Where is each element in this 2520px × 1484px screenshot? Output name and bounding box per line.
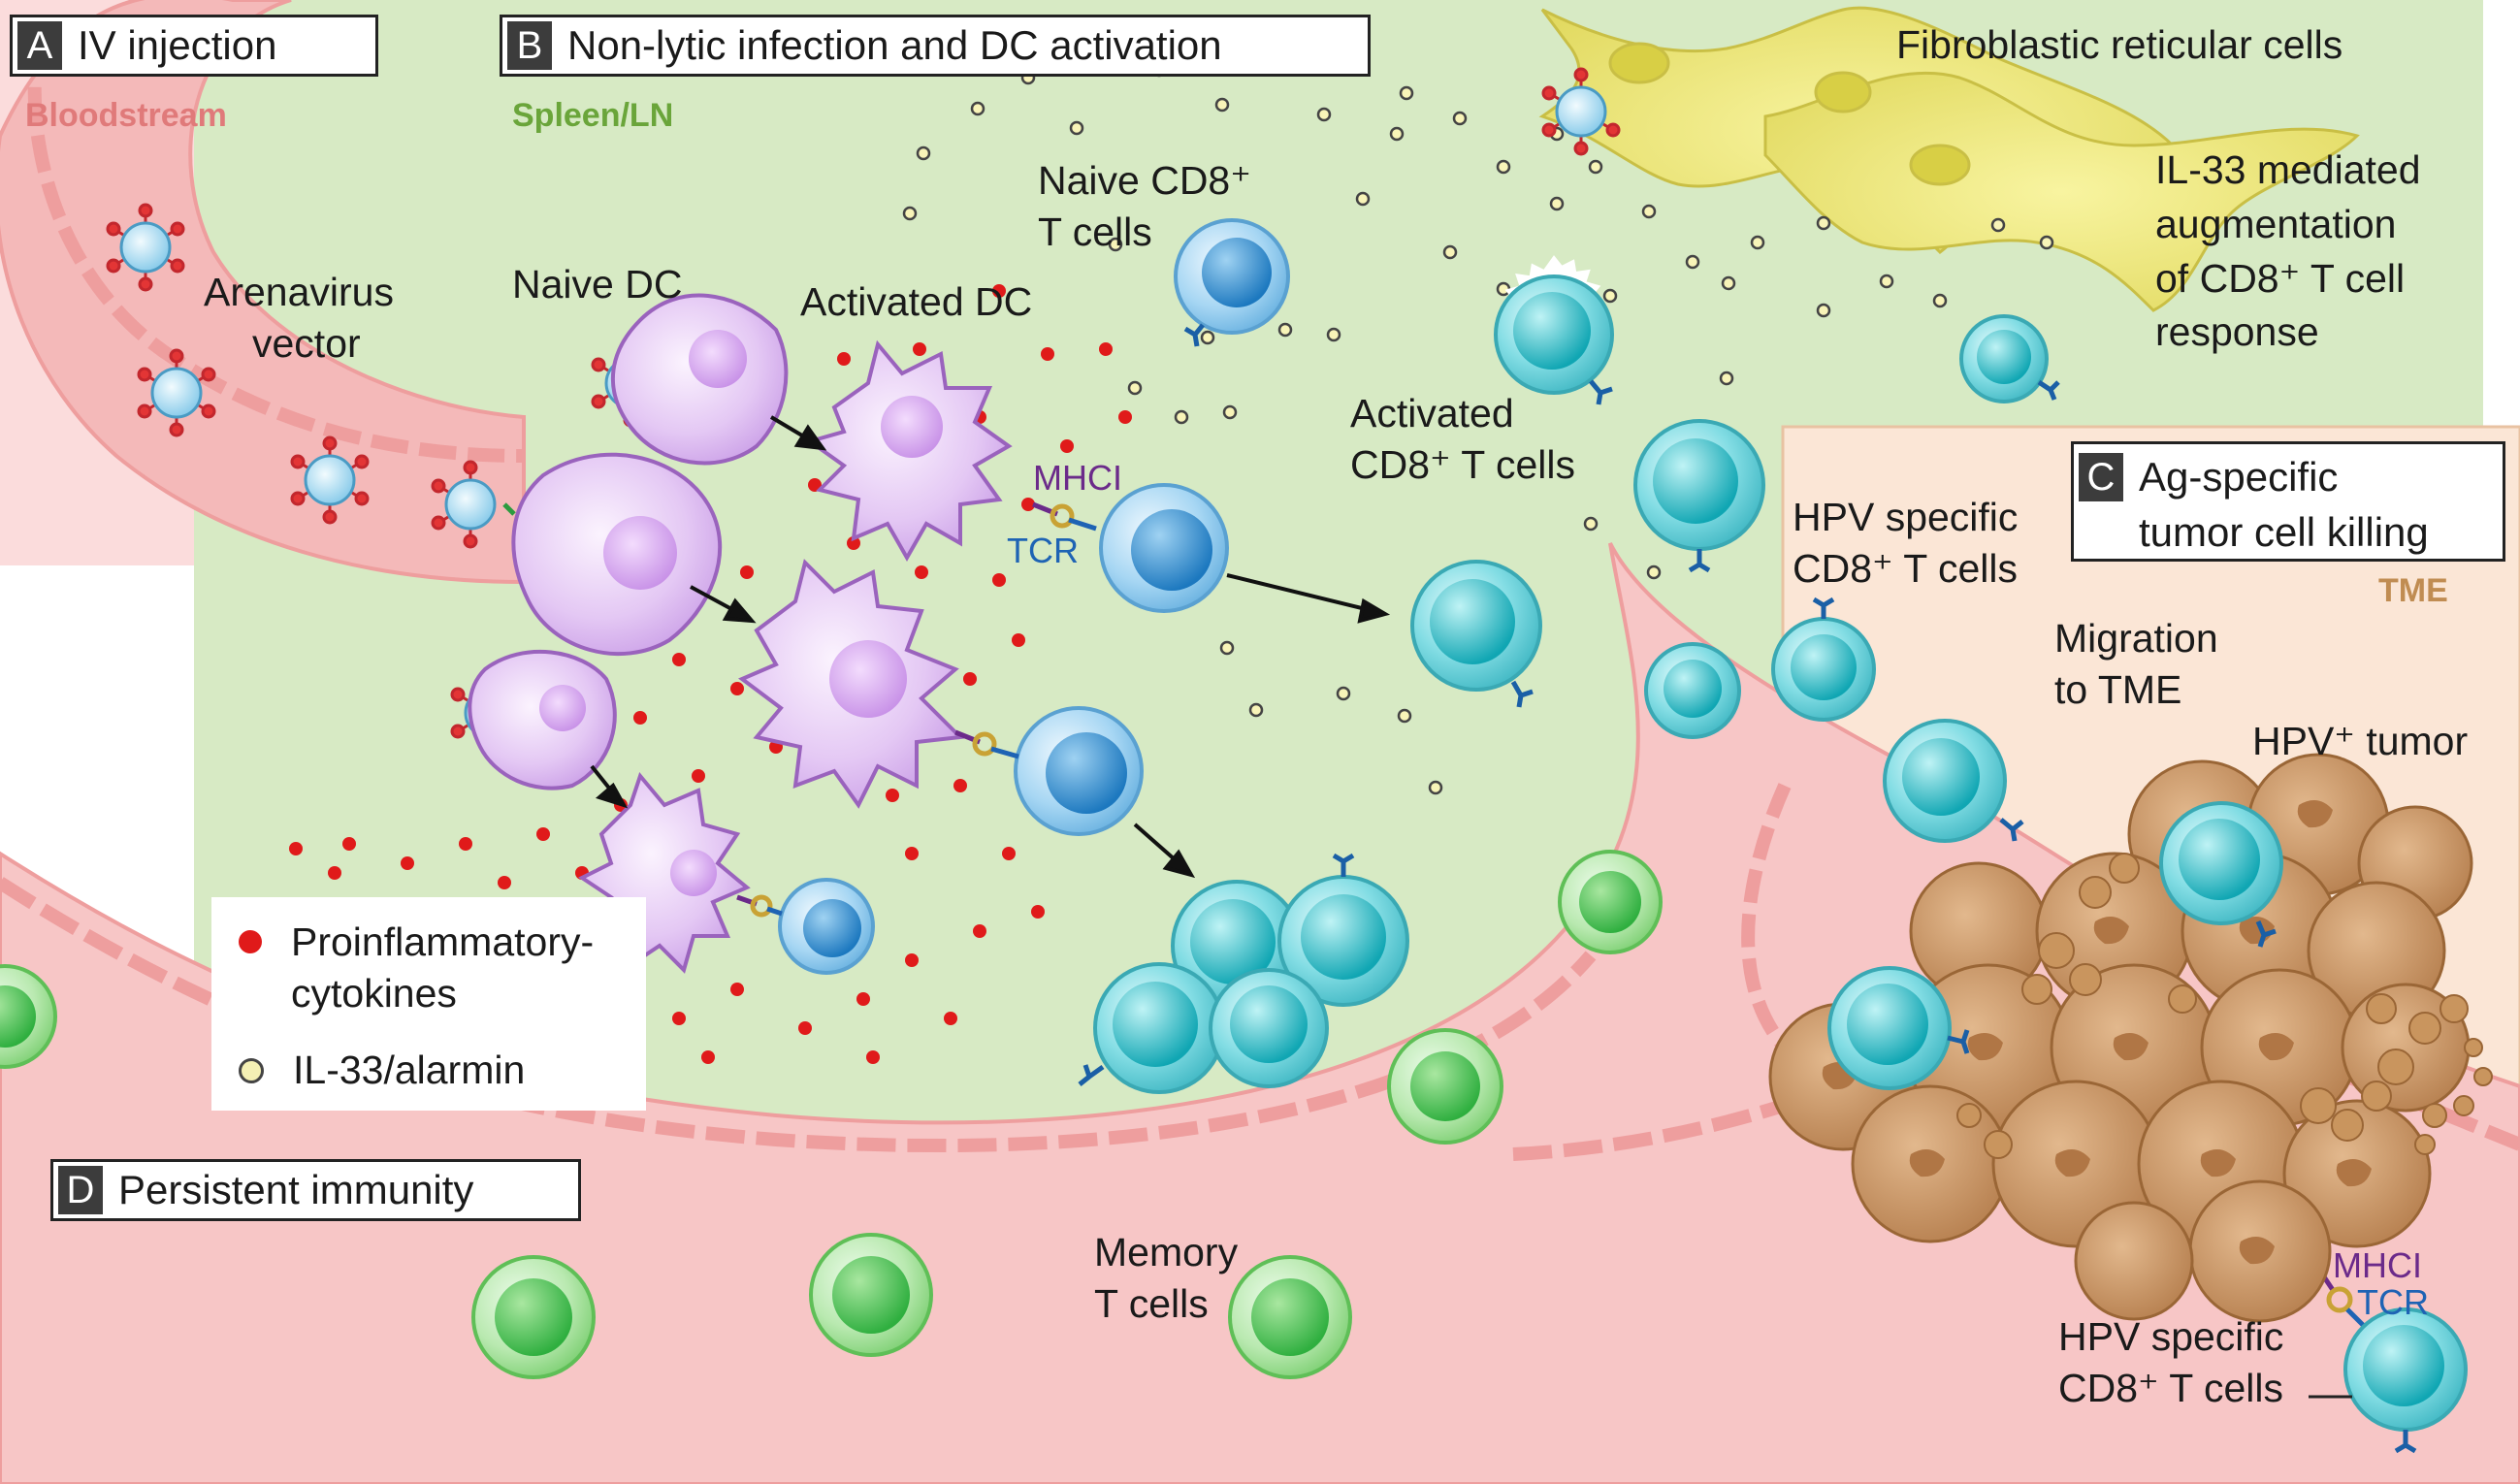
dendritic-cells bbox=[468, 293, 1013, 974]
label-memory-line1: Memory bbox=[1094, 1230, 1239, 1274]
label-hpv-cd8-bottom-line1: HPV specific bbox=[2058, 1314, 2284, 1359]
memory-t-cells bbox=[0, 850, 1663, 1379]
label-hpv-cd8-bottom: HPV specific CD8⁺ T cells bbox=[2058, 1311, 2283, 1415]
panel-b-letter: B bbox=[507, 21, 552, 70]
label-naive-dc: Naive DC bbox=[512, 262, 683, 306]
label-activated-cd8: Activated CD8⁺ T cells bbox=[1350, 388, 1575, 492]
label-naive-cd8: Naive CD8⁺ T cells bbox=[1038, 155, 1251, 259]
label-mhci-tumor: MHCI bbox=[2333, 1245, 2422, 1285]
panel-d-letter: D bbox=[58, 1166, 103, 1214]
label-arenavirus-line1: Arenavirus bbox=[204, 270, 394, 314]
label-il33-line1: IL-33 mediated bbox=[2155, 147, 2421, 192]
hpv-specific-t-cells bbox=[1827, 801, 2468, 1454]
legend-il33: IL-33/alarmin bbox=[293, 1048, 526, 1092]
label-hpv-cd8-bottom-line2: CD8⁺ T cells bbox=[2058, 1366, 2284, 1411]
il33-dot-icon bbox=[239, 1058, 264, 1083]
label-migration: Migration to TME bbox=[2054, 613, 2218, 717]
panel-a-header: A IV injection bbox=[10, 15, 378, 77]
label-hpv-cd8-top-line1: HPV specific bbox=[1793, 495, 2019, 539]
process-arrows bbox=[590, 415, 1391, 879]
panel-b-title: Non-lytic infection and DC activation bbox=[567, 22, 1222, 68]
panel-d-title: Persistent immunity bbox=[118, 1167, 474, 1212]
label-hpv-tumor: HPV⁺ tumor bbox=[2252, 719, 2469, 763]
panel-a-letter: A bbox=[17, 21, 62, 70]
panel-b-header: B Non-lytic infection and DC activation bbox=[500, 15, 1371, 77]
label-tcr-tumor: TCR bbox=[2357, 1282, 2429, 1322]
label-tcr: TCR bbox=[1007, 531, 1079, 570]
panel-c-header: C Ag-specific tumor cell killing bbox=[2071, 441, 2505, 562]
label-naive-cd8-line2: T cells bbox=[1038, 210, 1152, 255]
mhci-tcr-synapses bbox=[502, 501, 2369, 1331]
label-hpv-cd8-top: HPV specific CD8⁺ T cells bbox=[1793, 492, 2018, 596]
region-tme: TME bbox=[2378, 572, 2448, 609]
label-memory-line2: T cells bbox=[1094, 1281, 1209, 1327]
label-hpv-cd8-top-line2: CD8⁺ T cells bbox=[1793, 546, 2019, 592]
panel-c-title-line2: tumor cell killing bbox=[2139, 508, 2429, 555]
label-frc: Fibroblastic reticular cells bbox=[1896, 22, 2343, 67]
label-il33-line2: augmentation bbox=[2155, 201, 2397, 246]
legend: Proinflammatory- cytokines IL-33/alarmin bbox=[211, 897, 646, 1111]
legend-cytokines-line1: Proinflammatory- bbox=[291, 919, 595, 964]
label-il33-augmentation: IL-33 mediated augmentation of CD8⁺ T ce… bbox=[2155, 144, 2421, 360]
panel-d-header: D Persistent immunity bbox=[50, 1159, 581, 1221]
label-migration-line1: Migration bbox=[2054, 616, 2218, 661]
legend-cytokines: Proinflammatory- cytokines bbox=[291, 917, 594, 1020]
fibroblastic-reticular-cells bbox=[1538, 6, 2360, 312]
legend-row-il33: IL-33/alarmin bbox=[239, 1045, 525, 1096]
region-spleen-ln: Spleen/LN bbox=[512, 97, 674, 134]
label-activated-cd8-line2: CD8⁺ T cells bbox=[1350, 442, 1576, 488]
label-migration-line2: to TME bbox=[2054, 667, 2182, 713]
legend-row-cytokines: Proinflammatory- cytokines bbox=[239, 917, 594, 1020]
label-arenavirus-line2: vector bbox=[252, 321, 361, 367]
panel-a-title: IV injection bbox=[78, 22, 277, 68]
panel-c-title: Ag-specific tumor cell killing bbox=[2139, 450, 2429, 560]
label-memory-t-cells: Memory T cells bbox=[1094, 1227, 1238, 1331]
cytokine-dot-icon bbox=[239, 930, 262, 953]
label-activated-dc: Activated DC bbox=[800, 279, 1033, 324]
naive-cd8-t-cells bbox=[778, 218, 1290, 975]
label-il33-line4: response bbox=[2155, 309, 2319, 355]
label-naive-cd8-line1: Naive CD8⁺ bbox=[1038, 158, 1251, 203]
label-arenavirus: Arenavirus vector bbox=[204, 267, 394, 371]
panel-c-title-line1: Ag-specific bbox=[2139, 454, 2339, 500]
legend-cytokines-line2: cytokines bbox=[291, 971, 457, 1016]
region-bloodstream: Bloodstream bbox=[25, 97, 227, 134]
label-mhci: MHCI bbox=[1033, 458, 1122, 498]
label-il33-line3: of CD8⁺ T cell bbox=[2155, 255, 2406, 301]
label-activated-cd8-line1: Activated bbox=[1350, 391, 1514, 436]
panel-c-letter: C bbox=[2079, 453, 2123, 501]
activated-cd8-t-cells bbox=[1078, 255, 2060, 1094]
